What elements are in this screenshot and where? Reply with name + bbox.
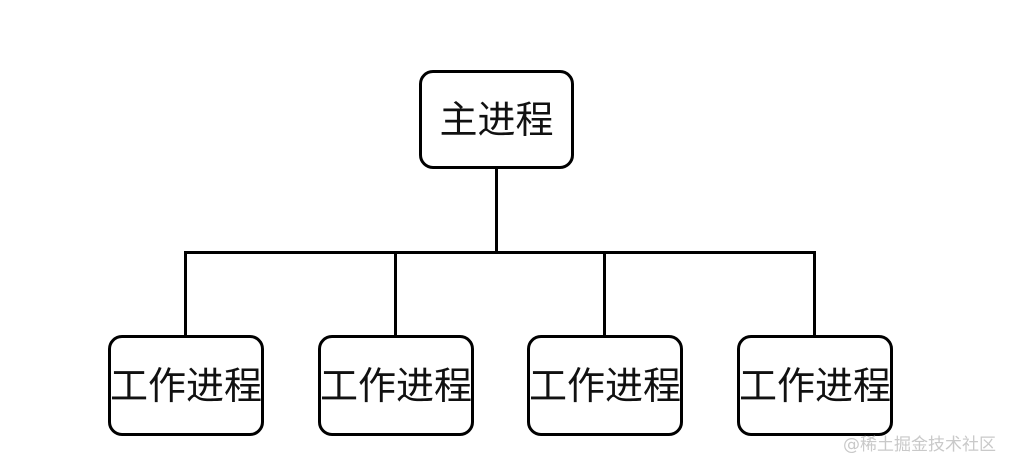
node-worker-process-3-label: 工作进程 (529, 363, 682, 408)
node-worker-process-1[interactable]: 工作进程 (108, 335, 264, 436)
node-worker-process-2-label: 工作进程 (320, 363, 473, 408)
node-worker-process-4-label: 工作进程 (739, 363, 892, 408)
node-main-process-label: 主进程 (439, 97, 554, 142)
node-worker-process-3[interactable]: 工作进程 (527, 335, 683, 436)
node-worker-process-4[interactable]: 工作进程 (737, 335, 893, 436)
node-worker-process-1-label: 工作进程 (110, 363, 263, 408)
node-worker-process-2[interactable]: 工作进程 (318, 335, 474, 436)
node-main-process[interactable]: 主进程 (419, 70, 574, 169)
watermark-text: @稀土掘金技术社区 (843, 435, 996, 455)
